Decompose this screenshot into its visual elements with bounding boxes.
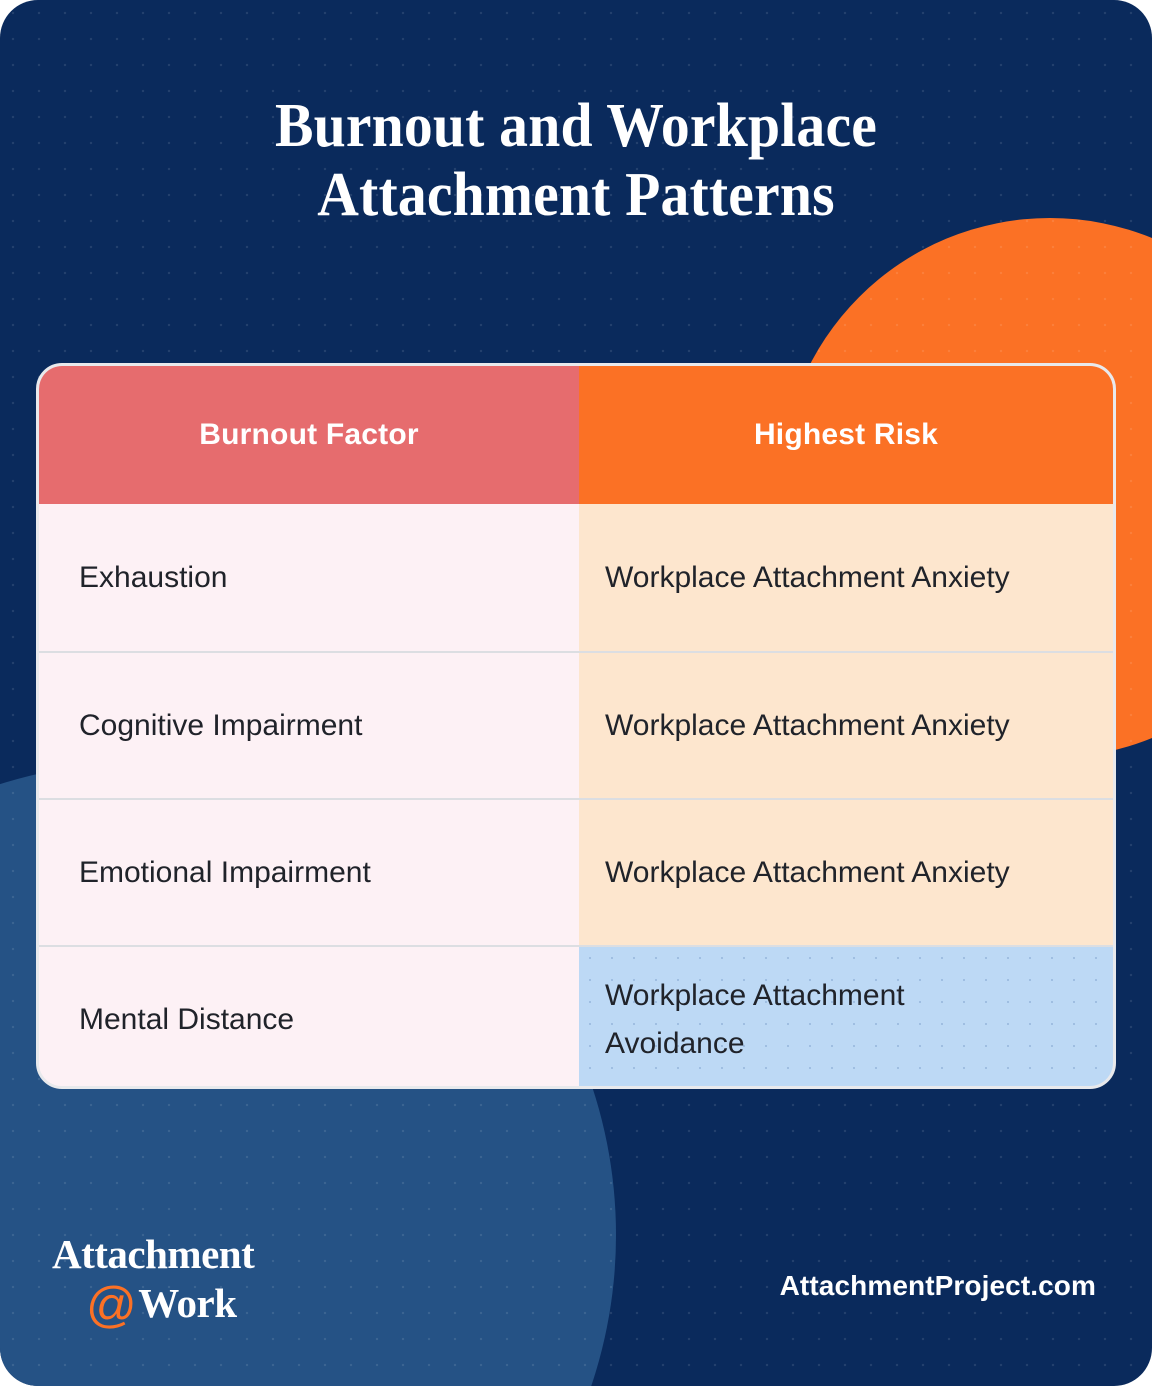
table-row: Mental Distance Workplace Attachment Avo…	[39, 945, 1113, 1086]
table-header-label-highest-risk: Highest Risk	[753, 418, 939, 451]
page-title-line-2: Attachment Patterns	[317, 161, 835, 230]
page-title: Burnout and Workplace Attachment Pattern…	[40, 92, 1111, 231]
table-cell-risk: Workplace Attachment Anxiety	[579, 651, 1113, 798]
comparison-table-card: Burnout Factor Highest Risk Exhaustion W…	[36, 363, 1116, 1089]
brand-logo-line-2: @Work	[52, 1280, 254, 1330]
table-row: Exhaustion Workplace Attachment Anxiety	[39, 504, 1113, 651]
table-row: Emotional Impairment Workplace Attachmen…	[39, 798, 1113, 945]
at-symbol-icon: @	[86, 1277, 137, 1333]
brand-logo-word-work: Work	[138, 1280, 237, 1326]
risk-label: Workplace Attachment Anxiety	[605, 708, 1010, 742]
factor-label: Emotional Impairment	[79, 855, 371, 889]
factor-label: Mental Distance	[79, 1002, 295, 1036]
risk-label: Workplace Attachment Anxiety	[605, 560, 1010, 594]
table-header-cell-burnout-factor: Burnout Factor	[39, 366, 579, 504]
table-header-cell-highest-risk: Highest Risk	[579, 366, 1113, 504]
comparison-table: Burnout Factor Highest Risk Exhaustion W…	[39, 366, 1113, 1086]
table-row: Cognitive Impairment Workplace Attachmen…	[39, 651, 1113, 798]
table-header-label-burnout-factor: Burnout Factor	[199, 418, 419, 451]
table-header-row: Burnout Factor Highest Risk	[39, 366, 1113, 504]
table-cell-risk: Workplace Attachment Anxiety	[579, 798, 1113, 945]
risk-label: Workplace Attachment Anxiety	[605, 855, 1010, 889]
table-cell-risk: Workplace Attachment Anxiety	[579, 504, 1113, 651]
table-cell-factor: Emotional Impairment	[39, 798, 579, 945]
table-cell-factor: Mental Distance	[39, 945, 579, 1086]
table-cell-factor: Cognitive Impairment	[39, 651, 579, 798]
page-title-line-1: Burnout and Workplace	[274, 92, 878, 160]
brand-logo: Attachment @Work	[52, 1231, 255, 1331]
factor-label: Cognitive Impairment	[79, 708, 363, 742]
website-url: AttachmentProject.com	[779, 1270, 1096, 1301]
brand-logo-line-1: Attachment	[52, 1231, 255, 1277]
table-cell-factor: Exhaustion	[39, 504, 579, 651]
factor-label: Exhaustion	[79, 560, 228, 594]
risk-label: Workplace Attachment Avoidance	[605, 979, 905, 1060]
table-cell-risk-highlighted: Workplace Attachment Avoidance	[579, 945, 1113, 1086]
